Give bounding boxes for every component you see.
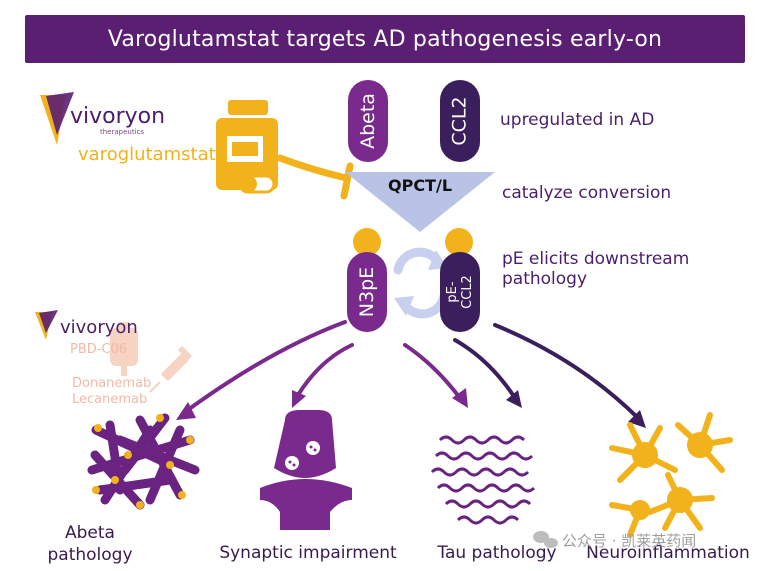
infusion-bag-icon — [110, 322, 138, 376]
vivoryon-logo-tagline: therapeutics — [100, 128, 145, 136]
enzyme-label: QPCT/L — [387, 176, 453, 195]
pbd-label: PBD-C06 — [70, 342, 128, 357]
title-banner: Varoglutamstat targets AD pathogenesis e… — [25, 15, 745, 63]
title-text: Varoglutamstat targets AD pathogenesis e… — [107, 26, 663, 52]
pe-ccl2-pill: pE- CCL2 — [440, 252, 480, 332]
abeta-dots — [92, 414, 194, 509]
outcome-abeta-line2: pathology — [47, 545, 133, 565]
microglia-icon — [609, 412, 733, 538]
qpct-triangle — [345, 172, 495, 232]
note-elicits-line1: pE elicits downstream — [502, 249, 690, 269]
pill-bottle-icon — [216, 100, 278, 194]
drug-label: varoglutamstat — [78, 144, 216, 165]
n3pe-pill: N3pE — [347, 252, 387, 332]
pe-dot-n3pe — [353, 228, 381, 256]
outcome-arrows — [183, 320, 642, 422]
outcome-abeta-line1: Abeta — [65, 523, 115, 543]
donanemab-label: Donanemab — [72, 376, 152, 391]
watermark-text: 公众号 · 凯莱英药闻 — [562, 532, 697, 550]
pe-ccl2-pill-label: pE- CCL2 — [444, 275, 475, 309]
arrowheads — [176, 388, 646, 428]
lecanemab-label: Lecanemab — [72, 392, 148, 407]
synapse-vesicles — [285, 441, 320, 470]
synapse-vesicle-dots — [288, 445, 317, 467]
vivoryon-logo-text-mid: vivoryon — [60, 317, 138, 338]
vivoryon-logo-mark-top — [40, 92, 74, 145]
note-catalyze: catalyze conversion — [502, 183, 672, 203]
syringe-icon — [149, 345, 193, 393]
abeta-pill-label: Abeta — [357, 93, 379, 149]
pe-dot-ccl2 — [445, 228, 473, 256]
ccl2-pill-label: CCL2 — [449, 96, 471, 146]
vivoryon-logo-mark-mid — [35, 310, 58, 340]
tau-tangles-icon — [430, 435, 536, 525]
vivoryon-logo-text-top: vivoryon — [70, 104, 166, 129]
n3pe-pill-label: N3pE — [356, 266, 378, 318]
abeta-pill: Abeta — [348, 80, 388, 162]
note-elicits-line2: pathology — [502, 269, 588, 289]
outcome-neuroinflammation-label: Neuroinflammation — [586, 543, 750, 563]
outcome-abeta-label: Abeta pathology — [30, 522, 150, 566]
outcome-tau-label: Tau pathology — [437, 543, 557, 563]
synapse-icon — [260, 410, 352, 530]
note-upregulated: upregulated in AD — [500, 110, 655, 130]
inhibition-line — [276, 154, 354, 200]
wechat-icon — [533, 531, 558, 548]
ccl2-pill: CCL2 — [440, 80, 480, 162]
outcome-synaptic-label: Synaptic impairment — [219, 543, 397, 563]
